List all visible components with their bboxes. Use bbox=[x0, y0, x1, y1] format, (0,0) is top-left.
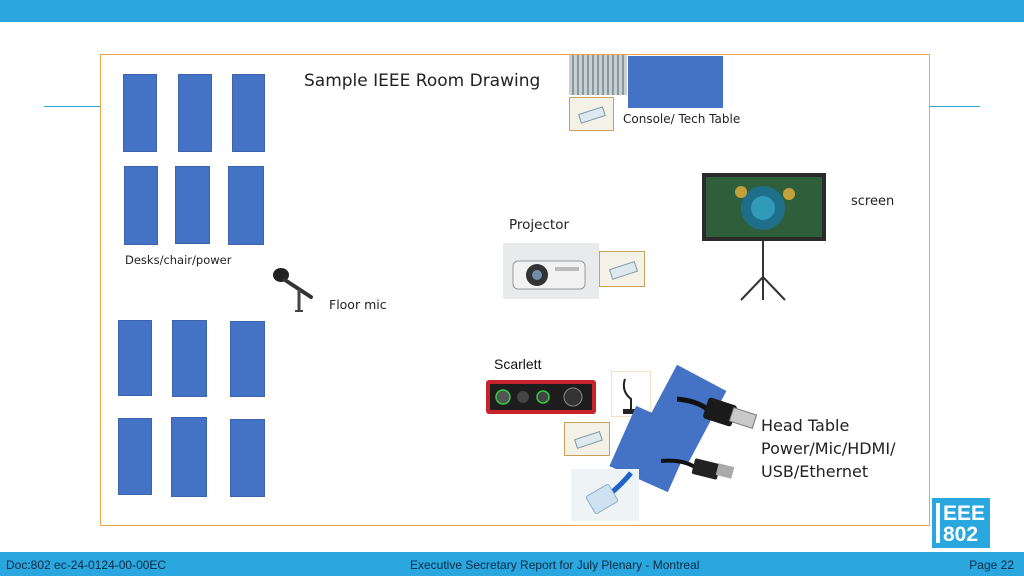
top-bar bbox=[0, 0, 1024, 22]
scarlett-audio-interface-image bbox=[486, 380, 596, 414]
drawing-title: Sample IEEE Room Drawing bbox=[304, 71, 541, 91]
desk bbox=[230, 321, 265, 397]
logo-line-1: EEE bbox=[943, 502, 986, 525]
hdmi-cable-icon bbox=[661, 458, 735, 480]
scarlett-label: Scarlett bbox=[494, 356, 542, 372]
divider-right bbox=[930, 106, 980, 107]
projector-image bbox=[503, 243, 599, 299]
desk bbox=[123, 74, 157, 152]
head-table-label-line: Power/Mic/HDMI/ bbox=[761, 439, 896, 458]
footer-bar: Doc:802 ec-24-0124-00-00EC Executive Sec… bbox=[0, 552, 1024, 576]
desk bbox=[230, 419, 265, 497]
tech-table bbox=[628, 56, 723, 108]
desk bbox=[232, 74, 265, 152]
floor-mic-label: Floor mic bbox=[329, 297, 387, 312]
desk bbox=[124, 166, 158, 245]
footer-title: Executive Secretary Report for July Plen… bbox=[410, 558, 700, 572]
ethernet-cable-icon bbox=[571, 469, 639, 521]
desk bbox=[118, 418, 152, 495]
head-table-label: Head Table Power/Mic/HDMI/ USB/Ethernet bbox=[761, 414, 895, 483]
power-strip-icon bbox=[599, 251, 645, 287]
footer-doc-id: Doc:802 ec-24-0124-00-00EC bbox=[6, 558, 167, 572]
screen-label: screen bbox=[851, 194, 895, 209]
desk bbox=[175, 166, 210, 244]
logo-bar bbox=[936, 503, 940, 543]
ieee-802-logo: EEE 802 bbox=[932, 498, 990, 548]
room-drawing-frame: Sample IEEE Room Drawing Desks/chair/pow… bbox=[100, 54, 930, 526]
usb-cable-icon bbox=[677, 396, 758, 429]
footer-page-number: Page 22 bbox=[969, 558, 1014, 572]
mixing-console-image bbox=[569, 55, 627, 95]
power-strip-icon bbox=[564, 422, 610, 456]
power-strip-icon bbox=[569, 97, 614, 131]
divider-left bbox=[44, 106, 100, 107]
desk bbox=[118, 320, 152, 396]
logo-line-2: 802 bbox=[943, 523, 979, 546]
desk bbox=[228, 166, 264, 245]
floor-mic-icon bbox=[273, 268, 313, 312]
projector-label: Projector bbox=[509, 217, 569, 233]
projection-screen-image bbox=[702, 173, 826, 301]
desk bbox=[171, 417, 207, 497]
console-label: Console/ Tech Table bbox=[623, 112, 741, 126]
desk bbox=[172, 320, 207, 397]
desks-label: Desks/chair/power bbox=[125, 253, 232, 267]
head-table-label-line: Head Table bbox=[761, 416, 850, 435]
desk bbox=[178, 74, 212, 152]
head-table-label-line: USB/Ethernet bbox=[761, 462, 869, 481]
